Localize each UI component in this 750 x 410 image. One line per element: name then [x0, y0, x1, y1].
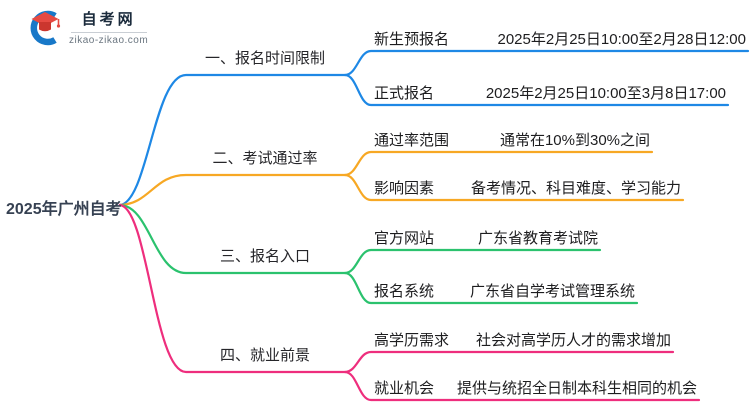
branch-1-lines [118, 49, 750, 207]
child-node-value: 2025年2月25日10:00至2月28日12:00 [497, 31, 747, 48]
logo-title: 自考网 [81, 11, 136, 28]
branch-node-1: 一、报名时间限制 [204, 50, 325, 67]
site-logo: 自考网 zikao-zikao.com [28, 9, 148, 47]
branch-2-lines [118, 150, 685, 207]
child-node: 影响因素 备考情况、科目难度、学习能力 [372, 176, 683, 198]
child-node-value: 2025年2月25日10:00至3月8日17:00 [485, 85, 726, 102]
child-node: 官方网站 广东省教育考试院 [372, 226, 600, 248]
child-node-label: 影响因素 [374, 180, 435, 197]
child-node: 高学历需求 社会对高学历人才的需求增加 [372, 328, 673, 350]
child-node: 新生预报名 2025年2月25日10:00至2月28日12:00 [372, 27, 748, 49]
child-node-value: 广东省自学考试管理系统 [469, 283, 635, 300]
child-node-label: 新生预报名 [374, 31, 450, 48]
child-node-label: 高学历需求 [374, 332, 450, 349]
child-node-label: 就业机会 [374, 380, 435, 397]
branch-3-lines [118, 203, 639, 305]
child-node-value: 通常在10%到30%之间 [499, 132, 650, 149]
child-node-value: 社会对高学历人才的需求增加 [475, 332, 671, 349]
child-node-value: 广东省教育考试院 [477, 230, 598, 247]
logo-divider [70, 32, 147, 33]
branch-node-3: 三、报名入口 [219, 248, 310, 265]
branch-4-lines [118, 203, 701, 402]
child-node: 通过率范围 通常在10%到30%之间 [372, 128, 652, 150]
child-node-label: 通过率范围 [374, 132, 450, 149]
child-node: 正式报名 2025年2月25日10:00至3月8日17:00 [372, 81, 728, 103]
child-node-value: 提供与统招全日制本科生相同的机会 [456, 380, 697, 397]
child-node: 报名系统 广东省自学考试管理系统 [372, 279, 637, 301]
child-node-value: 备考情况、科目难度、学习能力 [470, 180, 681, 197]
logo-domain: zikao-zikao.com [69, 35, 149, 46]
root-node: 2025年广州自考 [6, 201, 122, 218]
child-node-label: 正式报名 [374, 85, 435, 102]
child-node-label: 报名系统 [374, 283, 435, 300]
child-node: 就业机会 提供与统招全日制本科生相同的机会 [372, 376, 699, 398]
branch-node-2: 二、考试通过率 [212, 150, 318, 167]
branch-node-4: 四、就业前景 [219, 347, 310, 364]
child-node-label: 官方网站 [374, 230, 435, 247]
graduation-cap-icon [30, 10, 61, 46]
